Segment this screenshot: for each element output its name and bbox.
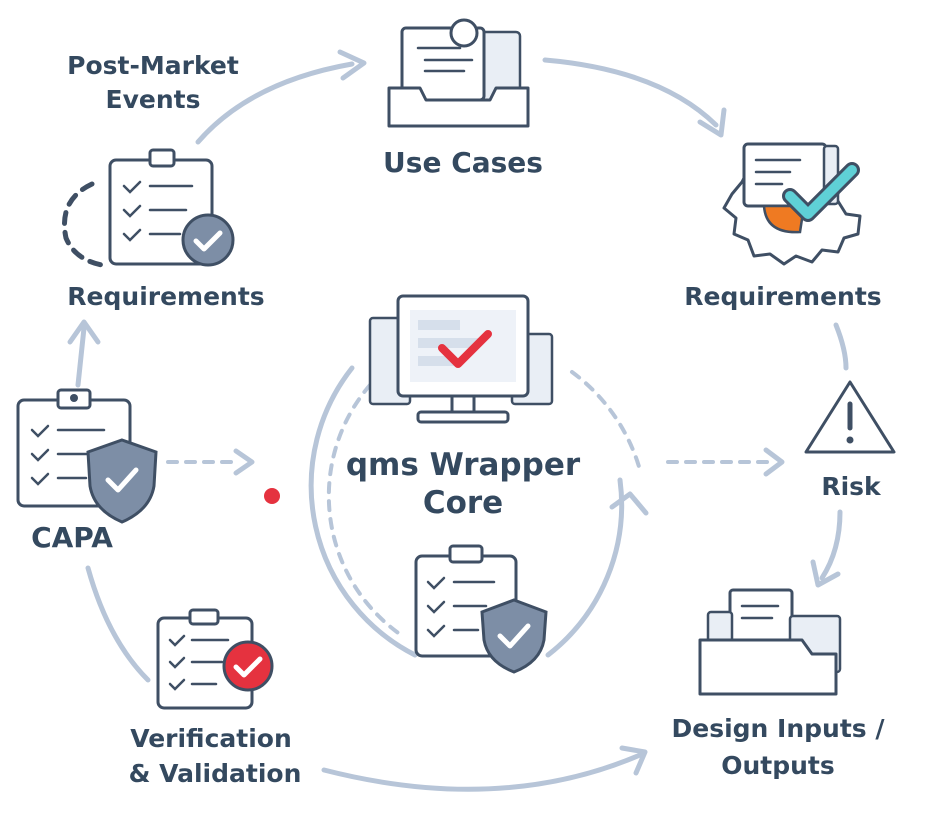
arrowhead-core-left [233, 448, 255, 476]
clipboard-check-icon [108, 148, 235, 267]
arrowhead-design [810, 559, 841, 588]
arrow-capa-to-vv [85, 565, 151, 683]
core-dot-marker [264, 488, 280, 504]
arrow-postmarket-to-usecases [195, 61, 355, 145]
vv-label-line1: Verification [130, 724, 292, 753]
arrowhead-design-bottom [619, 745, 648, 776]
core-arc-left-dashed [326, 383, 406, 639]
risk-label: Risk [821, 472, 882, 501]
vv-label-line2: & Validation [129, 759, 302, 788]
core-label-line2: Core [423, 485, 503, 521]
core-arc-right [545, 477, 625, 658]
folder-tray-icon [698, 588, 842, 696]
design-io-label-line2: Outputs [721, 751, 835, 780]
monitor-check-icon [368, 294, 554, 424]
core-clipboard-shield-icon [414, 544, 548, 674]
shield-check-icon [16, 388, 158, 524]
warning-triangle-icon [804, 380, 896, 454]
arrow-requirements-to-risk [833, 322, 849, 371]
post-market-label-line2: Events [106, 85, 201, 114]
arrowhead-risk [763, 447, 785, 477]
requirements-left-label: Requirements [67, 282, 264, 311]
use-cases-label: Use Cases [383, 146, 543, 179]
arrow-usecases-to-requirements [542, 57, 719, 128]
arrowhead-requirements-right [697, 107, 727, 138]
arrowhead-requirements-left [67, 319, 101, 345]
arrowhead-usecases [337, 49, 367, 81]
inbox-tray-icon [387, 18, 530, 128]
clipboard-red-check-icon [156, 608, 274, 710]
core-arc-right-dashed [570, 370, 642, 472]
core-cycle [264, 365, 649, 658]
arrow-risk-to-design [819, 509, 843, 581]
flow-arrows [62, 49, 849, 792]
post-market-label-line1: Post-Market [67, 51, 239, 80]
core-arc-left [308, 365, 418, 658]
arrow-capa-to-requirements [75, 325, 87, 388]
core-label-line1: qms Wrapper [346, 447, 581, 483]
design-io-label-line1: Design Inputs / [671, 714, 885, 743]
arc-requirements-left-dashed [62, 181, 111, 269]
gear-check-icon [722, 142, 862, 266]
arrowhead-core-right [609, 491, 649, 516]
requirements-right-label: Requirements [684, 282, 881, 311]
capa-label: CAPA [31, 521, 113, 554]
arrow-vv-to-design [321, 752, 643, 792]
